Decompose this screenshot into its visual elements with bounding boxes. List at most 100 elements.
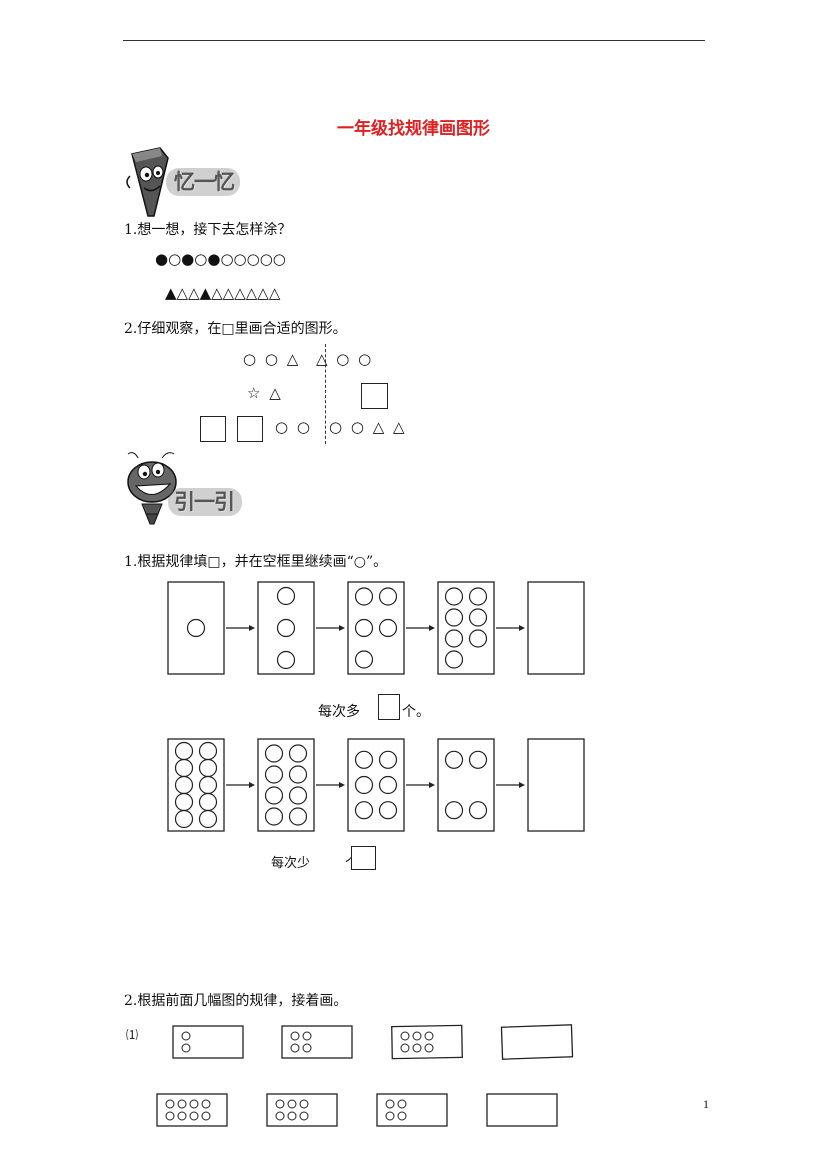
dot-card (172, 1025, 244, 1059)
circle-mark (264, 807, 284, 826)
arrow-icon (339, 625, 345, 631)
circle-mark (186, 618, 206, 638)
circle-mark (468, 629, 488, 648)
circle-mark (378, 801, 398, 820)
dot-mark (290, 1043, 300, 1053)
answer-box[interactable] (237, 416, 263, 442)
header-rule (123, 40, 705, 41)
circle-mark (468, 608, 488, 627)
circle-mark (354, 618, 374, 638)
circle-mark (354, 801, 374, 820)
dot-mark (181, 1031, 191, 1041)
dot-card (281, 1025, 353, 1059)
pattern-card (257, 738, 315, 832)
page-number: 1 (703, 1097, 709, 1111)
dot-mark (165, 1111, 175, 1121)
note-decrease-prefix: 每次少 (271, 855, 311, 870)
circle-mark (264, 786, 284, 805)
circle-mark (354, 750, 374, 769)
circle-mark (288, 807, 308, 826)
dot-mark (400, 1031, 410, 1041)
pattern-card (437, 581, 495, 675)
circle-mark (354, 587, 374, 606)
dot-card (266, 1093, 338, 1127)
dot-mark (400, 1043, 410, 1053)
arrow-icon (339, 782, 345, 788)
dot-mark (287, 1111, 297, 1121)
section-badge-label: 忆一忆 (174, 170, 235, 194)
question-1-prompt: 1.想一想，接下去怎样涂？ (124, 222, 292, 238)
arrow-icon (249, 782, 255, 788)
dot-mark (181, 1043, 191, 1053)
page-title: 一年级找规律画图形 (337, 119, 490, 139)
pattern-card (167, 581, 225, 675)
dot-card-sequences (156, 1024, 574, 1127)
dot-mark (424, 1043, 434, 1053)
dot-card (376, 1093, 448, 1127)
question-4-prompt: 2.根据前面几幅图的规律，接着画。 (124, 993, 348, 1009)
note-increase-prefix: 每次多 (318, 703, 360, 719)
circle-mark (378, 587, 398, 606)
dot-card (156, 1093, 228, 1127)
section-badge-recall: 忆一忆 (118, 146, 248, 221)
circle-mark (444, 801, 464, 820)
circle-mark (378, 618, 398, 638)
question-3-prompt: 1.根据规律填□，并在空框里继续画“○”。 (124, 554, 388, 570)
dot-mark (177, 1111, 187, 1121)
dot-mark (424, 1031, 434, 1041)
circle-mark (264, 765, 284, 784)
circle-mark (276, 618, 296, 638)
dot-mark (189, 1111, 199, 1121)
pattern-card (167, 738, 225, 832)
circle-mark (276, 650, 296, 670)
pattern-card (437, 738, 495, 832)
symmetry-row2-left: ☆ △ (247, 384, 281, 402)
symmetry-row3-left: ○ ○ (275, 418, 310, 436)
circle-mark (198, 809, 218, 829)
pattern-card (347, 581, 405, 675)
dot-mark (302, 1043, 312, 1053)
circle-sequence-decreasing (167, 738, 585, 832)
circle-mark (288, 744, 308, 763)
subquestion-label: ⑴ (126, 1028, 139, 1042)
arrow-icon (429, 782, 435, 788)
circle-mark (354, 650, 374, 669)
circle-mark (288, 786, 308, 805)
note-decrease-suffix: 个 (345, 855, 352, 870)
section-badge-label: 引一引 (174, 490, 235, 514)
circle-mark (378, 775, 398, 795)
symmetry-row3-right: ○ ○ △ △ (329, 418, 405, 436)
symmetry-axis (325, 344, 326, 444)
dot-mark (287, 1099, 297, 1109)
circle-mark (444, 608, 464, 627)
pattern-card (257, 581, 315, 675)
answer-box[interactable] (361, 383, 388, 409)
dot-mark (299, 1099, 309, 1109)
note-increase-suffix: 个。 (402, 703, 430, 719)
dot-mark (412, 1031, 422, 1041)
circle-mark (264, 744, 284, 763)
arrow-icon (429, 625, 435, 631)
dot-mark (397, 1099, 407, 1109)
dot-mark (177, 1099, 187, 1109)
dot-mark (299, 1111, 309, 1121)
arrow-icon (519, 782, 525, 788)
pattern-card (347, 738, 405, 832)
circle-mark (444, 629, 464, 648)
pattern-card (527, 581, 585, 675)
dot-mark (275, 1099, 285, 1109)
dot-mark (385, 1099, 395, 1109)
dot-mark (302, 1031, 312, 1041)
circle-mark (444, 650, 464, 669)
worm-mascot-icon (127, 452, 242, 525)
pencil-mascot-icon (126, 147, 240, 217)
dot-mark (275, 1111, 285, 1121)
answer-box[interactable] (351, 846, 376, 870)
dot-mark (201, 1099, 211, 1109)
circle-mark (468, 801, 488, 820)
answer-box[interactable] (200, 416, 226, 442)
dot-mark (385, 1111, 395, 1121)
circle-mark (468, 587, 488, 606)
answer-box[interactable] (378, 694, 400, 720)
dot-mark (165, 1099, 175, 1109)
